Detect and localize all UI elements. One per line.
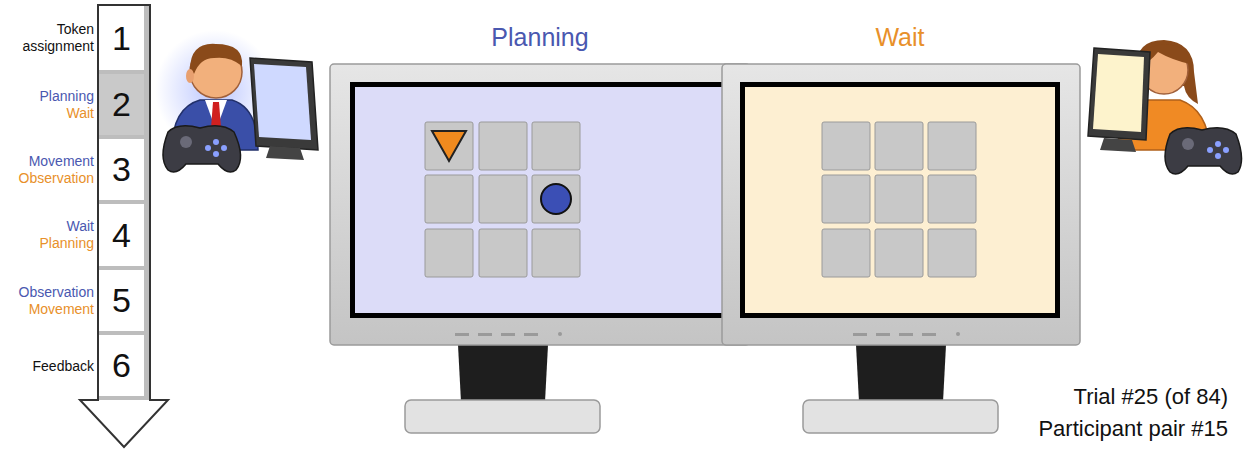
step-label: Planning bbox=[2, 235, 94, 252]
participant-left bbox=[155, 30, 318, 172]
screen-title: Planning bbox=[355, 23, 725, 52]
step-label: Feedback bbox=[2, 357, 94, 374]
step-label: Movement bbox=[2, 153, 94, 170]
step-number: 1 bbox=[99, 19, 144, 58]
step-label: Observation bbox=[2, 284, 94, 301]
step-label: Observation bbox=[2, 170, 94, 187]
step-number: 2 bbox=[99, 85, 144, 124]
step-label: Token assignment bbox=[2, 21, 94, 55]
step-cell: WaitPlanning4 bbox=[99, 204, 144, 266]
blue-token bbox=[541, 184, 571, 214]
screen-panel: Planning bbox=[355, 87, 725, 313]
step-label: Wait bbox=[2, 105, 94, 122]
monitor-right bbox=[722, 64, 1080, 433]
step-number: 3 bbox=[99, 150, 144, 189]
step-label-group: PlanningWait bbox=[2, 88, 94, 122]
step-label-group: ObservationMovement bbox=[2, 284, 94, 318]
step-cell: Feedback6 bbox=[99, 335, 144, 396]
step-cell: Token assignment1 bbox=[99, 6, 144, 70]
info-label: Trial #25 (of 84) bbox=[1074, 384, 1228, 410]
orange-token bbox=[432, 131, 466, 161]
step-label-group: Token assignment bbox=[2, 21, 94, 55]
step-label: Movement bbox=[2, 301, 94, 318]
step-cell: PlanningWait2 bbox=[99, 74, 144, 135]
step-label-group: MovementObservation bbox=[2, 153, 94, 187]
screen-panel: Wait bbox=[745, 87, 1055, 313]
monitor-left bbox=[330, 64, 750, 433]
screen-title: Wait bbox=[745, 23, 1055, 52]
step-number: 5 bbox=[99, 281, 144, 320]
step-label-group: Feedback bbox=[2, 357, 94, 374]
step-number: 6 bbox=[99, 346, 144, 385]
step-label: Wait bbox=[2, 218, 94, 235]
step-cell: ObservationMovement5 bbox=[99, 270, 144, 331]
step-label-group: WaitPlanning bbox=[2, 218, 94, 252]
participant-right bbox=[1088, 40, 1242, 174]
step-label: Planning bbox=[2, 88, 94, 105]
info-label: Participant pair #15 bbox=[1038, 416, 1228, 442]
step-cell: MovementObservation3 bbox=[99, 139, 144, 200]
step-number: 4 bbox=[99, 216, 144, 255]
